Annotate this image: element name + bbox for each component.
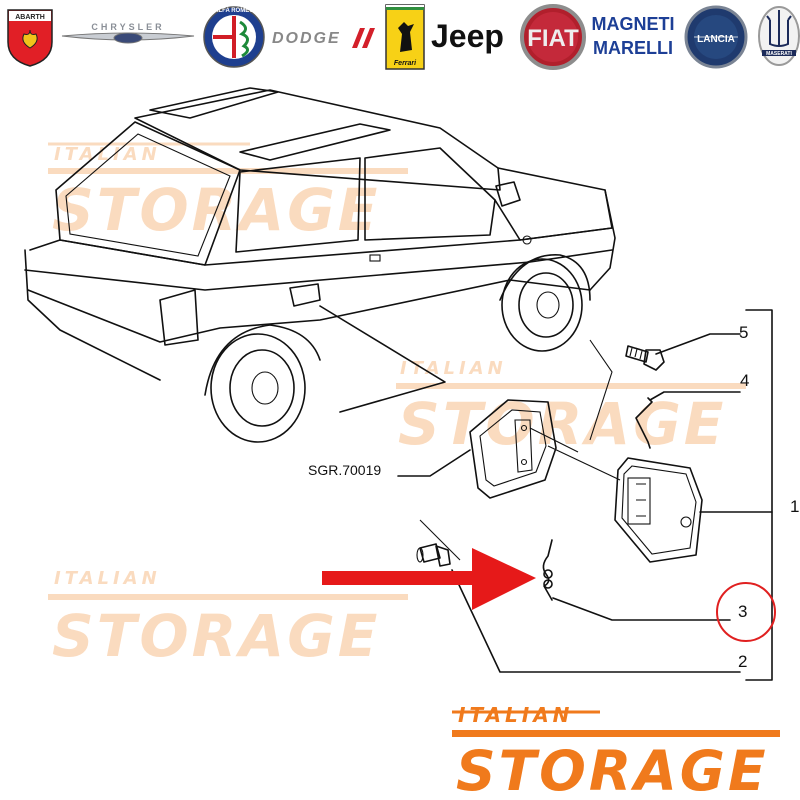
maserati-logo-text: MASERATI xyxy=(766,51,792,57)
alfa-romeo-logo: ALFA ROMEO xyxy=(203,6,265,68)
callout-3: 3 xyxy=(738,602,747,621)
maserati-logo: MASERATI xyxy=(758,6,800,66)
leader-lines xyxy=(397,309,773,681)
watermark-top-left: ITALIAN STORAGE xyxy=(48,142,408,244)
fuel-door-lid xyxy=(614,457,703,563)
watermark-big-text: STORAGE xyxy=(398,390,726,458)
car-illustration xyxy=(24,87,616,443)
fiat-logo: FIAT xyxy=(520,4,586,70)
parts-exploded-view xyxy=(416,339,703,601)
callout-1: 1 xyxy=(790,497,799,516)
italian-storage-logo: ITALIAN STORAGE xyxy=(452,703,780,800)
spring-clip xyxy=(635,397,653,449)
callout-2: 2 xyxy=(738,652,747,671)
watermark: ITALIAN STORAGE ITALIAN STORAGE ITALIAN … xyxy=(48,142,746,670)
dodge-logo-text: DODGE xyxy=(272,30,341,47)
magneti-logo-text: MAGNETI xyxy=(592,14,675,34)
brand-logo-strip: ABARTH CHRYSLER ALFA ROMEO DODGE xyxy=(7,4,800,70)
ferrari-logo-text: Ferrari xyxy=(394,60,417,67)
rubber-buffer xyxy=(416,543,451,567)
dodge-logo: DODGE xyxy=(272,28,375,48)
callout-5: 5 xyxy=(739,323,748,342)
fiat-logo-text: FIAT xyxy=(527,25,579,52)
footer-logo-small-text: ITALIAN xyxy=(458,703,573,727)
abarth-logo: ABARTH xyxy=(7,9,53,67)
spring xyxy=(542,539,553,601)
callout-4: 4 xyxy=(740,371,749,390)
lancia-logo-text: LANCIA xyxy=(697,34,735,45)
footer-logo-big-text: STORAGE xyxy=(456,739,769,800)
abarth-logo-text: ABARTH xyxy=(15,14,45,21)
fuel-door-housing xyxy=(469,399,557,499)
marelli-logo-text: MARELLI xyxy=(593,38,673,58)
ferrari-logo: Ferrari xyxy=(385,4,425,70)
red-arrow xyxy=(322,548,536,610)
chrysler-logo: CHRYSLER xyxy=(61,22,195,44)
screw xyxy=(625,345,665,371)
watermark-middle-right: ITALIAN STORAGE xyxy=(396,358,746,458)
chrysler-logo-text: CHRYSLER xyxy=(91,22,164,32)
watermark-big-text: STORAGE xyxy=(52,176,380,244)
watermark-small-text: ITALIAN xyxy=(54,144,161,165)
jeep-logo: Jeep xyxy=(431,18,504,54)
magneti-marelli-logo: MAGNETI MARELLI xyxy=(592,14,675,58)
highlight-circle xyxy=(716,582,776,642)
callout-labels: SGR.70019 5 4 1 3 2 xyxy=(308,323,799,671)
watermark-small-text: ITALIAN xyxy=(54,568,161,589)
group-code-label: SGR.70019 xyxy=(308,462,381,478)
alfa-romeo-logo-text: ALFA ROMEO xyxy=(214,8,254,14)
watermark-small-text: ITALIAN xyxy=(400,358,507,379)
lancia-logo: LANCIA xyxy=(684,5,748,69)
watermark-bottom-left: ITALIAN STORAGE xyxy=(48,568,408,670)
watermark-big-text: STORAGE xyxy=(52,602,380,670)
